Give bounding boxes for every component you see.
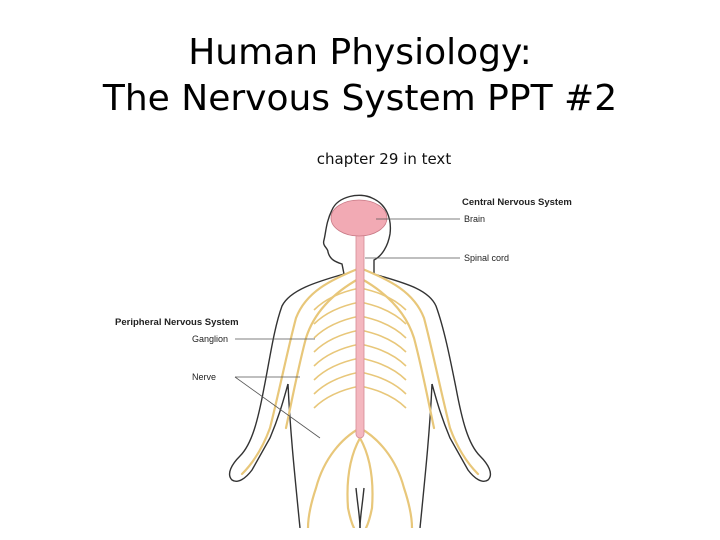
rib-nerves	[313, 287, 407, 409]
label-nerve: Nerve	[192, 372, 217, 382]
peripheral-nerves	[240, 266, 480, 528]
label-peripheral-nervous-system: Peripheral Nervous System	[115, 317, 239, 328]
brain	[330, 199, 388, 237]
title-line-1: Human Physiology:	[188, 32, 532, 73]
nervous-system-figure	[228, 194, 492, 528]
title-line-2: The Nervous System PPT #2	[102, 78, 618, 119]
label-brain: Brain	[464, 214, 486, 224]
slide-subtitle: chapter 29 in text	[316, 150, 452, 168]
spinal-cord	[355, 227, 365, 439]
slide-title: Human Physiology: The Nervous System PPT…	[0, 30, 720, 122]
label-spinal-cord: Spinal cord	[464, 253, 510, 263]
leader-lines	[234, 218, 460, 439]
body-outline	[228, 194, 492, 528]
label-central-nervous-system: Central Nervous System	[462, 197, 572, 208]
label-ganglion: Ganglion	[192, 334, 229, 344]
